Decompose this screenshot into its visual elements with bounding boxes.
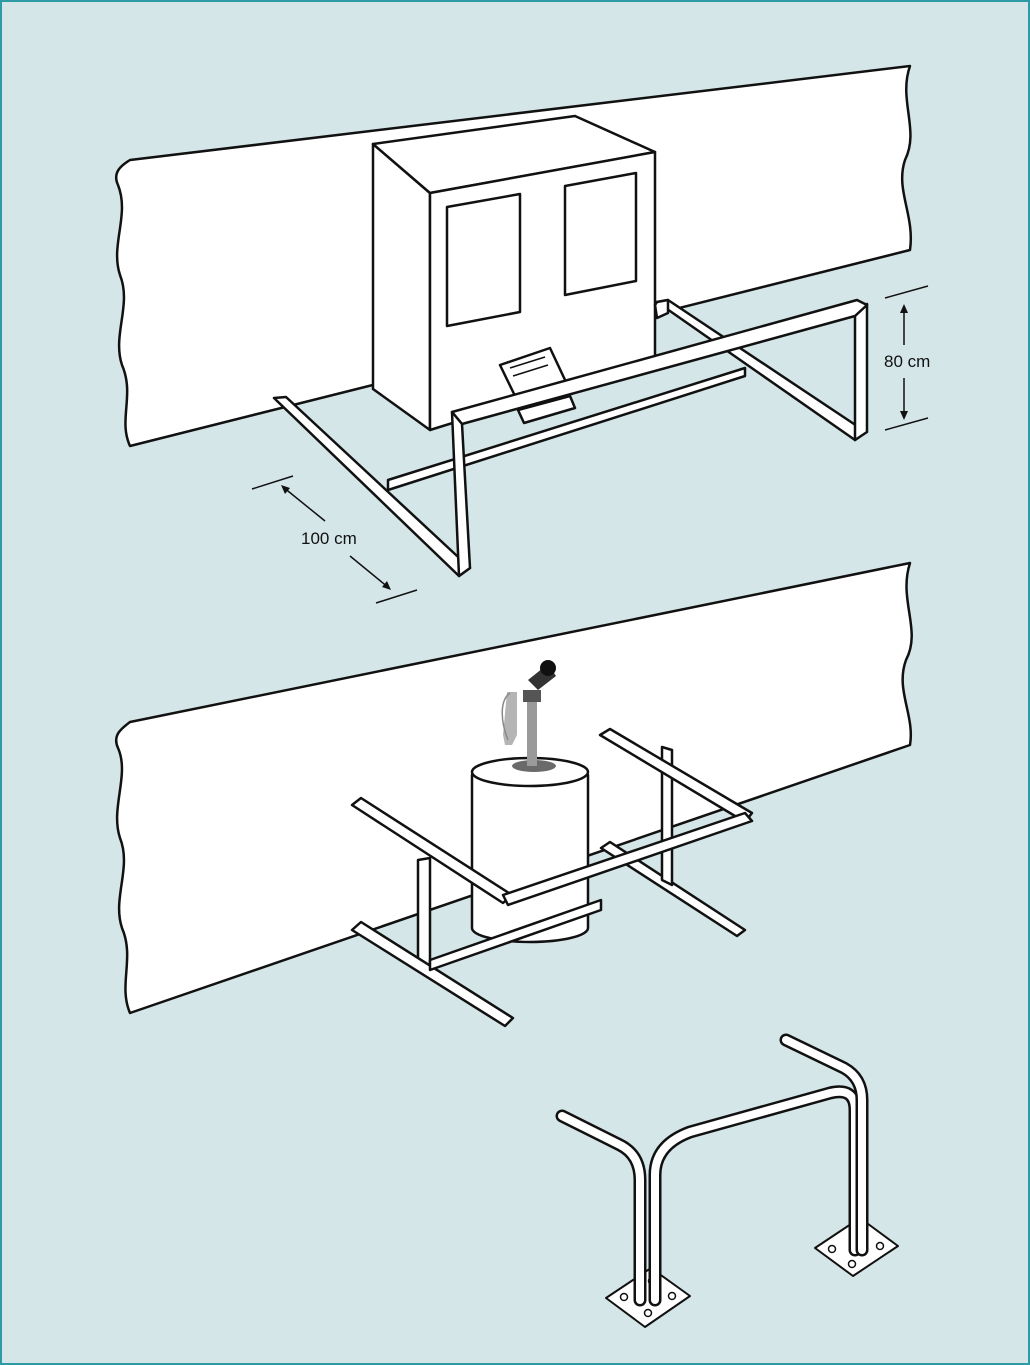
phone-earpiece	[503, 692, 517, 745]
post-right	[853, 302, 869, 442]
dim-depth-bottom-tick	[375, 589, 418, 604]
dimension-depth	[251, 475, 418, 604]
rail-back-top	[598, 727, 754, 824]
rail-front-top-2	[501, 811, 754, 907]
cabinet-door-right	[563, 171, 638, 297]
rail-back-floor	[599, 840, 747, 938]
dim-depth-line-down	[349, 555, 390, 589]
candlestick-telephone	[501, 660, 556, 772]
phone-stem	[527, 690, 537, 766]
dimension-height	[884, 285, 929, 431]
scene-telephone-barrier	[114, 561, 913, 1028]
post-left	[416, 856, 432, 974]
post-front	[450, 410, 472, 578]
rail-back-long	[386, 366, 747, 492]
rail-left-floor	[350, 920, 515, 1028]
cabinet-door-left	[445, 192, 522, 328]
scene-cabinet-barrier	[114, 64, 913, 578]
dim-depth-top-tick	[251, 475, 294, 490]
dim-depth-line-up	[282, 486, 326, 522]
cabinet-sign-base	[516, 394, 577, 425]
rail-front-floor	[428, 898, 603, 972]
dimension-depth-label: 100 cm	[301, 529, 357, 548]
dimension-height-label: 80 cm	[884, 352, 930, 371]
scene-tube-bollard	[555, 1033, 899, 1328]
dim-height-top-tick	[884, 285, 929, 299]
dim-height-bottom-tick	[884, 417, 929, 431]
rail-right-top-back	[653, 298, 670, 320]
